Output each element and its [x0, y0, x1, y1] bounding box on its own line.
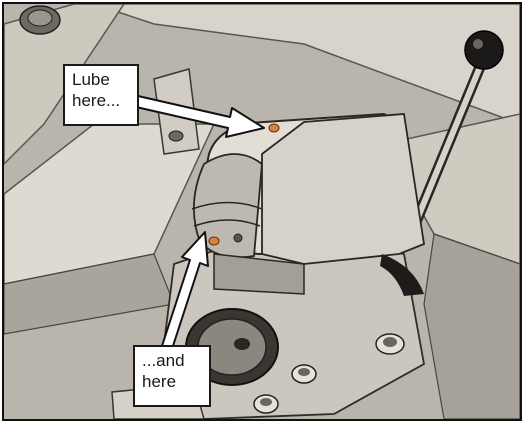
callout-line: here	[142, 371, 202, 392]
corner-knob	[20, 6, 60, 34]
bolt-head	[376, 334, 404, 354]
callout-and-here: ...and here	[133, 345, 211, 407]
bolt-head	[254, 395, 278, 413]
bolt-head	[292, 365, 316, 383]
callout-line: here...	[72, 90, 130, 111]
callout-line: ...and	[142, 350, 202, 371]
callout-line: Lube	[72, 69, 130, 90]
callout-lube-here: Lube here...	[63, 64, 139, 126]
illustration-frame: Lube here... ...and here	[2, 2, 522, 421]
bracket-screw	[169, 131, 183, 141]
lube-point-lower	[209, 237, 219, 245]
lube-point-upper	[269, 124, 279, 132]
screw	[234, 234, 242, 242]
